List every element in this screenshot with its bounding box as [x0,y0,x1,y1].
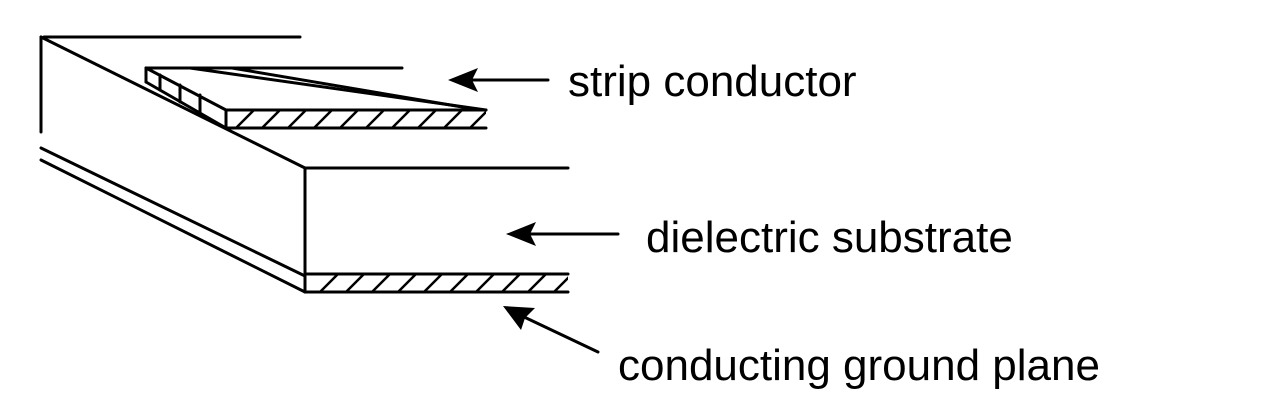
strip-conductor-label: strip conductor [568,57,857,106]
dielectric-substrate-shape [39,35,570,294]
conducting-ground-plane-shape [39,158,570,294]
dielectric-substrate-label: dielectric substrate [646,213,1013,262]
strip-conductor-shape [144,66,488,130]
dielectric-substrate-arrow [506,222,620,246]
conducting-ground-plane-label: conducting ground plane [618,341,1100,390]
ground-plane-arrow [503,306,600,354]
strip-conductor-arrow [448,68,550,92]
